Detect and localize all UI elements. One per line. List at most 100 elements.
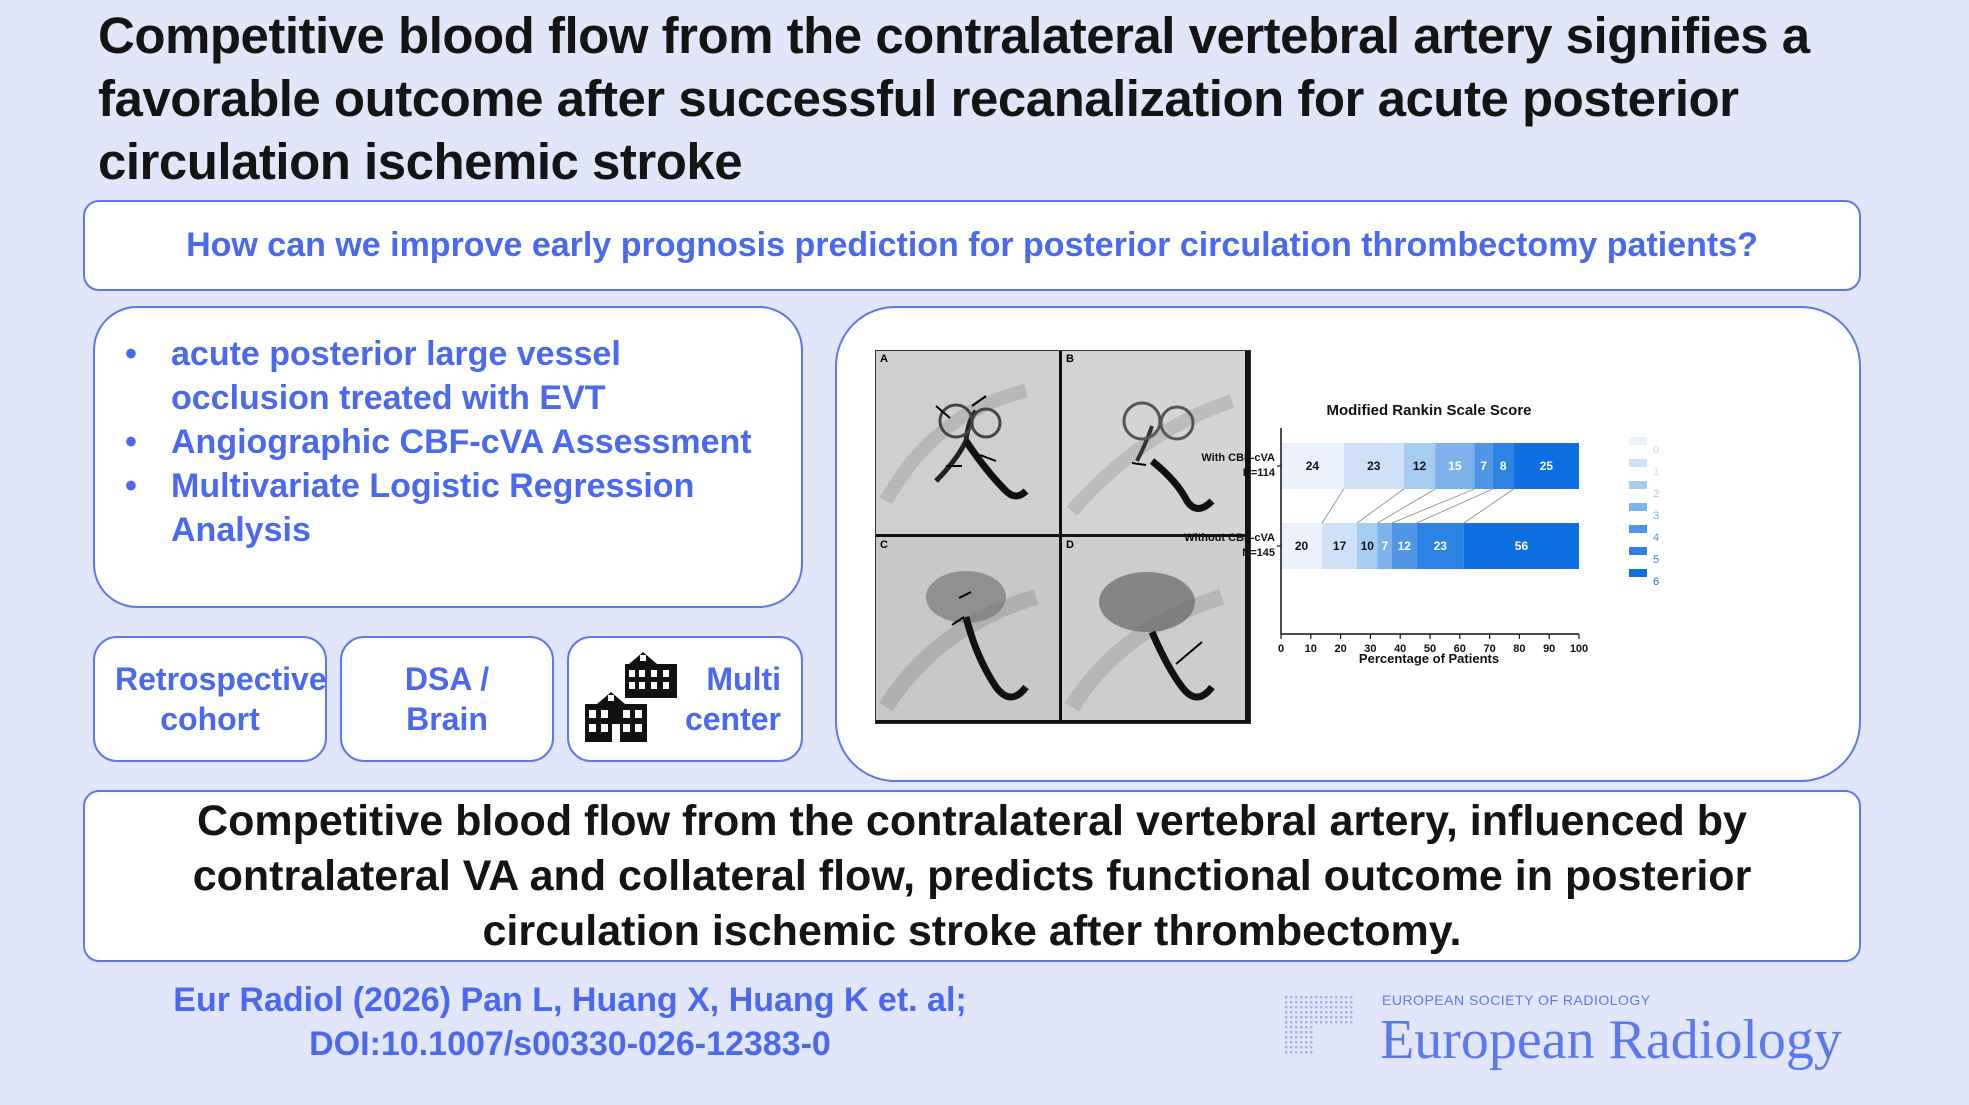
- study-design-tag: Retrospective cohort: [93, 636, 327, 762]
- bar-segment: [1377, 523, 1392, 569]
- journal-name: European Radiology: [1380, 1009, 1842, 1071]
- data-label: 24: [1306, 459, 1320, 473]
- chart-title: Modified Rankin Scale Score: [1326, 402, 1531, 419]
- method-item: •Angiographic CBF-cVA Assessment: [125, 420, 771, 464]
- methods-box: •acute posterior large vessel occlusion …: [93, 306, 803, 608]
- x-tick-label: 40: [1394, 643, 1406, 655]
- x-tick-label: 20: [1334, 643, 1346, 655]
- conclusion-box: Competitive blood flow from the contrala…: [83, 790, 1861, 962]
- legend-swatch: [1629, 569, 1647, 577]
- citation: Eur Radiol (2026) Pan L, Huang X, Huang …: [130, 978, 1010, 1066]
- citation-authors: Eur Radiol (2026) Pan L, Huang X, Huang …: [173, 981, 967, 1019]
- bar-segment: [1403, 443, 1436, 489]
- bar-segment: [1416, 523, 1464, 569]
- angiogram-panel-c: C: [876, 537, 1059, 720]
- methods-list: •acute posterior large vessel occlusion …: [95, 308, 801, 552]
- legend-label: 4: [1653, 532, 1659, 544]
- legend-label: 2: [1653, 488, 1659, 500]
- data-label: 7: [1480, 459, 1487, 473]
- legend-label: 6: [1653, 576, 1659, 588]
- panel-label: B: [1066, 353, 1074, 365]
- data-label: 10: [1361, 539, 1375, 553]
- connector-line: [1391, 488, 1475, 524]
- bar-segment: [1357, 523, 1378, 569]
- angiogram-panel-a: A: [876, 351, 1059, 534]
- x-tick-label: 100: [1570, 643, 1588, 655]
- society-name: EUROPEAN SOCIETY OF RADIOLOGY: [1382, 992, 1651, 1008]
- bar-segment: [1322, 523, 1358, 569]
- category-label: N=114: [1243, 467, 1276, 479]
- legend-swatch: [1629, 437, 1647, 445]
- angiogram-panel-d: D: [1062, 537, 1245, 720]
- bar-segment: [1343, 443, 1404, 489]
- study-design-label: Retrospective cohort: [115, 661, 327, 737]
- angiography-image: A B C: [875, 350, 1251, 724]
- legend-label: 1: [1653, 466, 1659, 478]
- data-label: 23: [1367, 459, 1381, 473]
- category-label: Without CBF-cVA: [1184, 532, 1275, 544]
- bar-segment: [1474, 443, 1493, 489]
- method-item: •acute posterior large vessel occlusion …: [125, 332, 771, 420]
- angiogram-image: [1062, 351, 1245, 534]
- legend-swatch: [1629, 481, 1647, 489]
- multicenter-label: Multi center: [684, 661, 781, 737]
- legend-label: 5: [1653, 554, 1659, 566]
- x-tick-label: 50: [1424, 643, 1436, 655]
- category-label: N=145: [1242, 547, 1275, 559]
- modality-label: DSA / Brain: [404, 661, 490, 737]
- journal-logo-icon: [1285, 996, 1353, 1054]
- connector-line: [1377, 488, 1436, 524]
- conclusion-text: Competitive blood flow from the contrala…: [192, 796, 1752, 955]
- figure-box: A B C: [835, 306, 1861, 782]
- bar-segment: [1281, 523, 1323, 569]
- data-label: 56: [1515, 539, 1529, 553]
- data-label: 17: [1333, 539, 1347, 553]
- page-title: Competitive blood flow from the contrala…: [98, 7, 1810, 190]
- data-label: 12: [1398, 539, 1412, 553]
- modality-tag: DSA / Brain: [340, 636, 554, 762]
- bar-segment: [1435, 443, 1475, 489]
- bar-segment: [1281, 443, 1344, 489]
- data-label: 15: [1448, 459, 1462, 473]
- legend-label: 0: [1653, 444, 1659, 456]
- panel-label: D: [1066, 539, 1074, 551]
- x-tick-label: 0: [1278, 643, 1284, 655]
- mrs-stacked-bar-chart: Modified Rankin Scale Score With CBF-cVA…: [1184, 402, 1659, 666]
- legend-label: 3: [1653, 510, 1659, 522]
- bar-segment: [1492, 443, 1514, 489]
- research-question-box: How can we improve early prognosis predi…: [83, 200, 1861, 291]
- research-question: How can we improve early prognosis predi…: [186, 226, 1758, 264]
- panel-label: C: [880, 539, 888, 551]
- connector-line: [1416, 488, 1493, 524]
- x-axis-label: Percentage of Patients: [1359, 651, 1499, 666]
- data-label: 8: [1500, 459, 1507, 473]
- bar-segment: [1391, 523, 1417, 569]
- legend-swatch: [1629, 459, 1647, 467]
- connector-line: [1463, 488, 1514, 524]
- angiogram-image: [876, 537, 1059, 720]
- bar-segment: [1513, 443, 1579, 489]
- multicenter-tag: Multi center: [567, 636, 803, 762]
- x-tick-label: 10: [1305, 643, 1317, 655]
- connector-line: [1321, 488, 1345, 524]
- citation-doi: DOI:10.1007/s00330-026-12383-0: [309, 1025, 831, 1063]
- bar-segment: [1463, 523, 1579, 569]
- angiogram-image: [876, 351, 1059, 534]
- data-label: 25: [1540, 459, 1554, 473]
- angiogram-panel-b: B: [1062, 351, 1245, 534]
- x-tick-label: 30: [1364, 643, 1376, 655]
- angiogram-image: [1062, 537, 1245, 720]
- x-tick-label: 60: [1454, 643, 1466, 655]
- x-tick-label: 70: [1483, 643, 1495, 655]
- x-tick-label: 90: [1543, 643, 1555, 655]
- legend-swatch: [1629, 525, 1647, 533]
- legend-swatch: [1629, 547, 1647, 555]
- data-label: 20: [1295, 539, 1309, 553]
- data-label: 7: [1381, 539, 1388, 553]
- bullet-icon: •: [125, 467, 137, 505]
- category-label: With CBF-cVA: [1201, 452, 1275, 464]
- connector-line: [1356, 488, 1405, 524]
- x-tick-label: 80: [1513, 643, 1525, 655]
- legend-swatch: [1629, 503, 1647, 511]
- bullet-icon: •: [125, 423, 137, 461]
